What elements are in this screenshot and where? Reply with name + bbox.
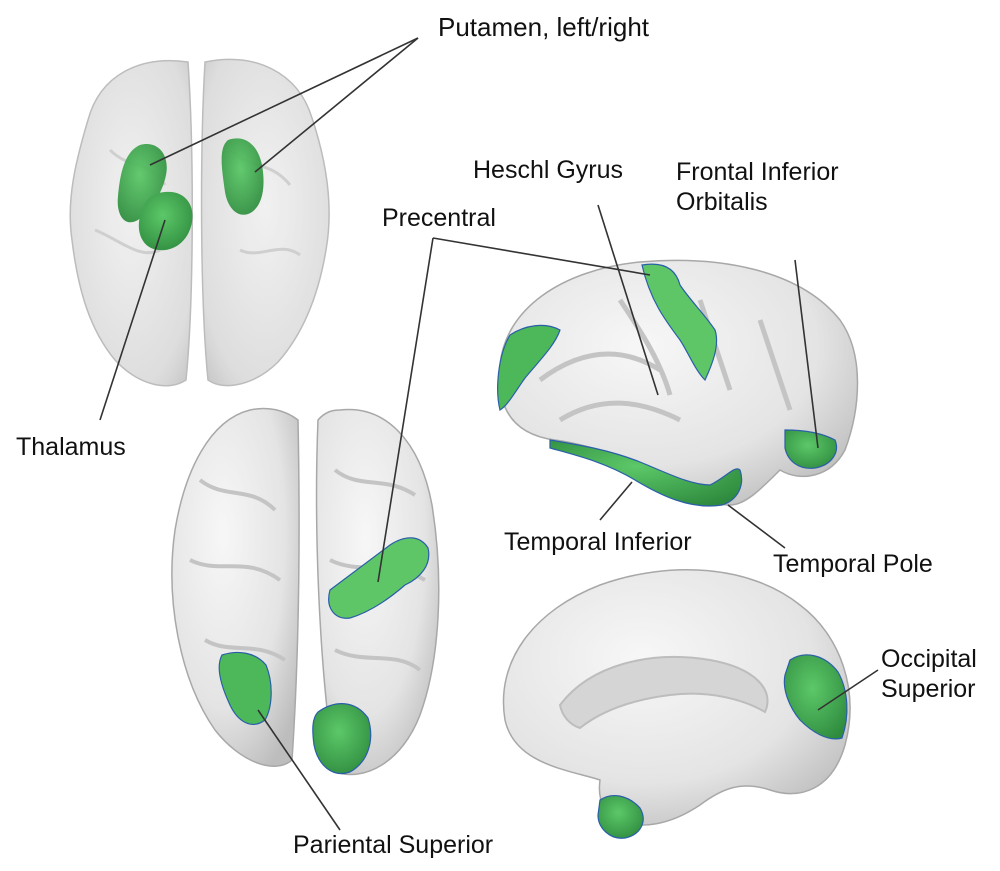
cortex-dorsal-view: [171, 407, 440, 776]
leader-temporal-inferior: [599, 481, 633, 521]
frontal-lateral-region: [497, 324, 561, 411]
label-thalamus: Thalamus: [16, 433, 126, 461]
label-frontal-inferior-line2: Orbitalis: [676, 188, 768, 216]
label-heschl-gyrus: Heschl Gyrus: [473, 156, 624, 184]
occipital-region-dorsal: [312, 703, 372, 774]
leader-precentral-lateral: [432, 237, 651, 276]
label-temporal-inferior: Temporal Inferior: [504, 528, 692, 556]
label-frontal-inferior-orbitalis: Frontal Inferior Orbitalis: [676, 157, 839, 217]
label-precentral: Precentral: [382, 204, 496, 232]
label-occipital-superior: Occipital Superior: [881, 644, 977, 704]
precentral-region-lateral: [641, 263, 718, 382]
temporal-inferior-region: [549, 439, 743, 507]
leader-putamen-right: [254, 37, 419, 173]
occipital-superior-region: [783, 654, 848, 740]
label-temporal-pole: Temporal Pole: [773, 550, 933, 578]
cortex-medial-view: [502, 568, 851, 839]
leader-heschl: [597, 204, 659, 396]
glass-left-hemisphere: [69, 59, 194, 387]
glass-brain-axial: [69, 58, 330, 387]
leader-occipital-superior: [817, 669, 879, 711]
medial-hemisphere: [502, 568, 851, 826]
label-parietal-superior: Pariental Superior: [293, 831, 494, 859]
leader-thalamus: [99, 219, 166, 421]
leader-temporal-pole: [727, 504, 786, 549]
temporal-medial-region: [597, 794, 644, 839]
leader-lines: [99, 37, 879, 831]
leader-precentral-dorsal: [377, 237, 434, 583]
leader-parietal-superior: [257, 709, 341, 831]
corpus-callosum: [558, 656, 769, 730]
frontal-inferior-orbitalis-region: [784, 429, 837, 469]
label-occipital-line2: Superior: [881, 675, 976, 703]
leader-frontal-inferior: [794, 259, 819, 449]
label-putamen: Putamen, left/right: [438, 12, 649, 42]
putamen-right-shape: [221, 138, 264, 215]
thalamus-shape: [138, 191, 193, 251]
label-occipital-line1: Occipital: [881, 645, 977, 673]
cortex-lateral-view: [497, 259, 859, 507]
glass-right-hemisphere: [200, 58, 330, 387]
label-frontal-inferior-line1: Frontal Inferior: [676, 158, 839, 186]
leader-putamen-left: [149, 37, 419, 166]
